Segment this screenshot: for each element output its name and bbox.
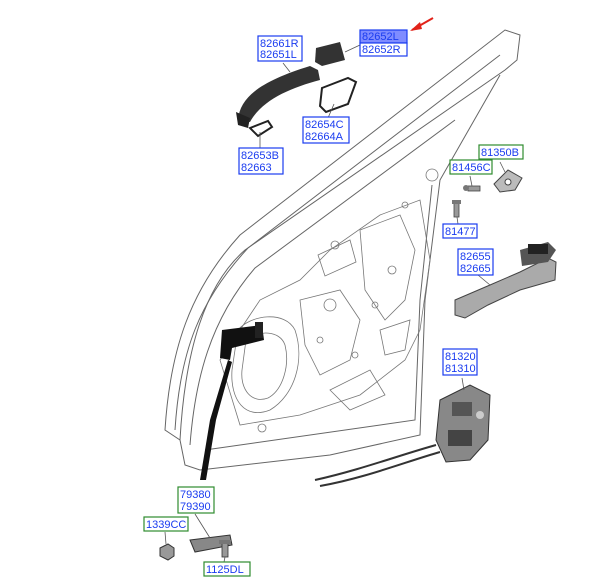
- outside-handle-icon: [236, 66, 320, 128]
- door-latch-icon: [435, 384, 491, 463]
- label-line: 82655: [460, 251, 491, 263]
- hinge-icon: [493, 169, 523, 193]
- label-bracket[interactable]: 82655 82665: [457, 248, 494, 276]
- label-line: 81320: [445, 351, 476, 363]
- label-hinge-top[interactable]: 81350B: [478, 144, 524, 160]
- label-latch[interactable]: 81320 81310: [442, 348, 478, 376]
- nut-icon: [159, 543, 175, 561]
- label-line: 82652R: [362, 44, 401, 56]
- label-checker[interactable]: 79380 79390: [177, 486, 215, 514]
- door-frame: [164, 29, 521, 471]
- label-nut[interactable]: 1339CC: [143, 516, 189, 532]
- handle-cap-icon: [315, 42, 345, 66]
- gasket-icon: [248, 119, 274, 138]
- label-handle-cap[interactable]: 82652L 82652R: [359, 29, 408, 57]
- label-handle-upper[interactable]: 82661R 82651L: [257, 35, 303, 62]
- label-line: 82663: [241, 162, 272, 174]
- label-bolt-low[interactable]: 1125DL: [203, 561, 251, 577]
- handle-bracket-icon: [454, 242, 557, 319]
- label-line: 82653B: [241, 150, 279, 162]
- screw-icon: [463, 185, 481, 192]
- bolt-low-icon: [219, 540, 231, 558]
- label-gasket[interactable]: 82653B 82663: [238, 147, 284, 175]
- label-line: 81350B: [481, 147, 519, 159]
- latch-cable: [314, 444, 441, 487]
- label-line: 82664A: [305, 131, 344, 143]
- label-line: 81310: [445, 363, 476, 375]
- label-line: 81456C: [452, 162, 491, 174]
- inner-panel: [219, 199, 431, 426]
- label-bolt[interactable]: 81477: [442, 223, 478, 239]
- label-line: 82652L: [362, 31, 399, 43]
- inner-panel-holes: [257, 168, 439, 433]
- label-line: 82651L: [260, 49, 297, 61]
- label-line: 1339CC: [146, 519, 186, 531]
- label-line: 82654C: [305, 119, 344, 131]
- handle-pad-icon: [318, 76, 358, 114]
- label-line: 82665: [460, 263, 491, 275]
- label-line: 79380: [180, 489, 211, 501]
- label-line: 1125DL: [206, 564, 244, 576]
- label-line: 82661R: [260, 38, 299, 50]
- door-checker: [200, 322, 264, 480]
- label-line: 79390: [180, 501, 211, 513]
- label-line: 81477: [445, 226, 476, 238]
- checker-arm-icon: [189, 534, 233, 553]
- red-arrow-icon: [410, 17, 434, 31]
- label-pad[interactable]: 82654C 82664A: [302, 116, 350, 144]
- bolt-icon: [452, 200, 461, 218]
- label-screw-small[interactable]: 81456C: [449, 159, 493, 175]
- leader-lines: [164, 44, 506, 563]
